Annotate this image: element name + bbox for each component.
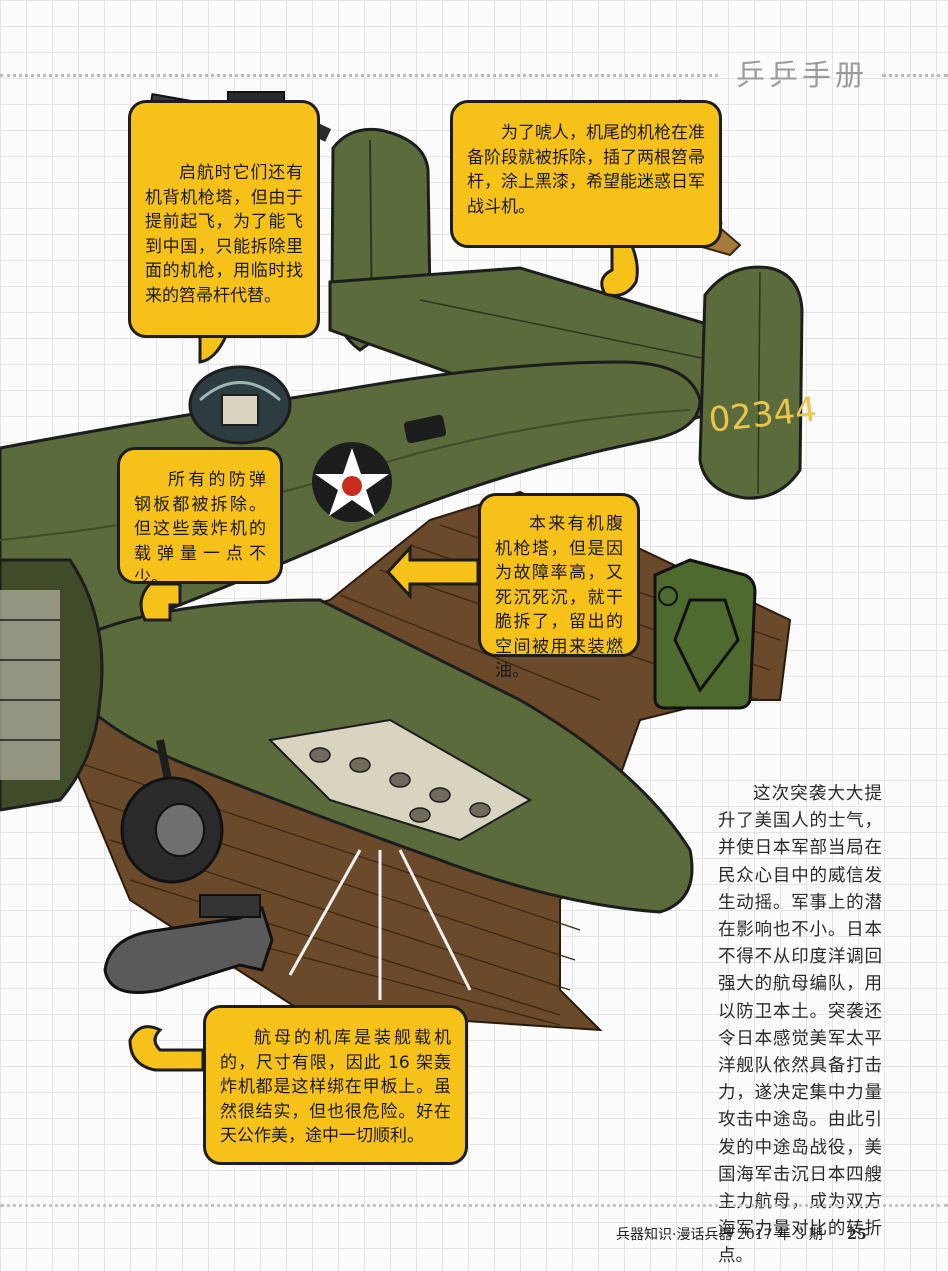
header-rule-right [882,74,948,77]
vertical-stabilizer-right: 02344 [698,265,819,500]
page-footer: 兵器知识·漫话兵器 2017 年 3 期 25 [616,1224,886,1244]
main-landing-gear [120,739,224,884]
publication-name: 兵器知识·漫话兵器 [616,1227,733,1243]
callout-turret: 启航时它们还有机背机枪塔，但由于提前起飞，为了能飞到中国，只能拆除里面的机枪，用… [128,100,320,338]
wing [58,598,694,1000]
top-turret [188,365,292,445]
callout-armor: 所有的防弹钢板都被拆除。但这些轰炸机的载弹量一点不少。 [117,447,283,588]
star-insignia [312,442,392,522]
footer-rule [0,1204,948,1207]
header-rule-left [0,74,718,77]
callout-belly-turret: 本来有机腹机枪塔，但是因为故障率高，又死沉死沉，就干脆拆了，留出的空间被用来装燃… [478,493,640,681]
section-title: 乒乒手册 [736,58,869,92]
article-body: 这次突袭大大提升了美国人的士气，并使日本军部当局在民众心目中的威信发生动摇。军事… [718,784,882,1267]
page-number: 25 [847,1227,867,1243]
jerry-can-drawing [653,558,757,710]
bomb-drawing [103,894,274,994]
engine-cutaway [0,558,104,812]
issue-label: 2017 年 3 期 [736,1227,823,1243]
callout-tail-guns: 为了唬人，机尾的机枪在准备阶段就被拆除，插了两根笤帚杆，涂上黑漆，希望能迷惑日军… [450,100,722,248]
callout-hangar: 航母的机库是装舰载机的，尺寸有限，因此 16 架轰炸机都是这样绑在甲板上。虽然很… [203,1005,468,1165]
bubble-tails [128,244,639,1072]
